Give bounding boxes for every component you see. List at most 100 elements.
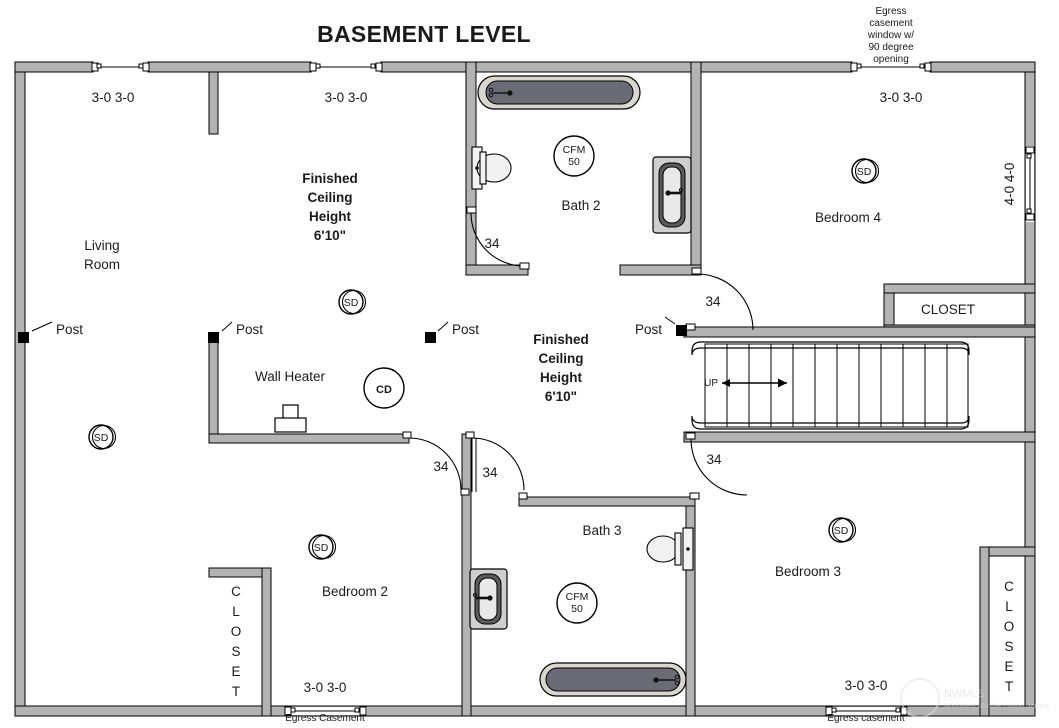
- closet-br2-letter-4: E: [231, 664, 240, 679]
- wall-exterior-top-b: [147, 61, 312, 73]
- closet-br3-letter-4: E: [1004, 659, 1013, 674]
- post-3: Post: [425, 321, 479, 343]
- room-label-living-room-line1: Living: [84, 238, 119, 253]
- sd-label-living-upper: SD: [344, 297, 359, 309]
- wall-bedroom2-top: [208, 433, 410, 444]
- wall-bath2-bottom-b: [619, 264, 702, 276]
- closet-br2-letter-0: C: [231, 584, 241, 599]
- door-width-bedroom3: 34: [706, 452, 722, 467]
- staircase: UP: [691, 341, 970, 430]
- cfm-label-bath2-line2: 50: [568, 156, 580, 168]
- ceiling-upper-line-1: Finished: [302, 171, 358, 186]
- wall-exterior-left: [14, 61, 26, 717]
- room-label-bedroom-3: Bedroom 3: [775, 564, 841, 579]
- sd-label-living-lower: SD: [94, 432, 109, 444]
- cfm-label-bath2-line1: CFM: [563, 144, 586, 156]
- post-1: Post: [18, 321, 83, 343]
- window-bedroom3-bottom: [825, 706, 908, 716]
- wall-bath2-bottom-a: [465, 264, 529, 276]
- window-size-bedroom4-right: 4-0 4-0: [1002, 163, 1017, 206]
- toilet-bath2: [471, 146, 512, 190]
- ceiling-lower-line-3: Height: [540, 370, 583, 385]
- door-width-hall: 34: [482, 465, 498, 480]
- wall-exterior-top-e: [700, 61, 853, 73]
- egress-note-line-1: Egress: [875, 6, 906, 17]
- note-egress-top-right: Egress casement window w/ 90 degree open…: [867, 6, 914, 65]
- smoke-detector-bedroom-4: SD: [851, 158, 880, 184]
- wall-exterior-top-c: [380, 61, 477, 73]
- wall-closet-br2-right: [261, 567, 272, 717]
- window-bedroom4-right: [1025, 146, 1035, 221]
- door-bedroom-3: [685, 432, 748, 500]
- closet-br2-letter-1: L: [232, 604, 240, 619]
- ceiling-upper-line-3: Height: [309, 209, 352, 224]
- wall-hall-left-vert: [208, 333, 219, 440]
- carbon-detector: CD: [363, 367, 405, 409]
- smoke-detector-living-upper: SD: [338, 289, 367, 315]
- bathtub-bath2: [477, 75, 641, 110]
- closet-br2-letter-5: T: [232, 684, 240, 699]
- cd-label: CD: [376, 384, 392, 396]
- smoke-detector-bedroom-3: SD: [828, 517, 857, 543]
- post-label-2: Post: [236, 322, 263, 337]
- exhaust-fan-bath3: CFM 50: [556, 582, 598, 624]
- ceiling-upper-line-2: Ceiling: [307, 190, 352, 205]
- sd-label-bedroom3: SD: [834, 525, 849, 537]
- wall-bath2-right: [690, 61, 702, 276]
- window-bedroom4-top: [850, 62, 932, 72]
- egress-note-line-5: opening: [873, 54, 909, 65]
- cfm-label-bath3-line2: 50: [571, 603, 583, 615]
- door-group: 34 34 34 34 34: [402, 206, 754, 500]
- wall-stair-bottom: [683, 431, 1036, 443]
- closet-br3-letter-0: C: [1004, 579, 1014, 594]
- window-size-living-left: 3-0 3-0: [92, 90, 135, 105]
- wall-exterior-top-f: [929, 61, 1036, 73]
- window-living-room-left: [91, 62, 150, 72]
- post-4: Post: [635, 316, 687, 337]
- bathtub-bath3: [539, 662, 687, 697]
- window-bedroom2-bottom: [284, 706, 367, 716]
- door-bath-2: [466, 206, 530, 270]
- note-ceiling-height-lower: Finished Ceiling Height 6'10": [533, 332, 589, 404]
- smoke-detector-living-lower: SD: [88, 424, 117, 450]
- door-width-bath2: 34: [484, 236, 500, 251]
- egress-note-line-2: casement: [869, 18, 913, 29]
- closet-br3-letter-3: S: [1004, 639, 1013, 654]
- sd-label-bedroom4: SD: [857, 166, 872, 178]
- wall-stair-top: [683, 326, 1036, 338]
- window-size-living-right: 3-0 3-0: [325, 90, 368, 105]
- toilet-bath3: [646, 527, 694, 571]
- note-egress-bottom-left: Egress Casement: [285, 713, 365, 724]
- room-label-bedroom-4: Bedroom 4: [815, 210, 882, 225]
- vanity-bath2: [652, 156, 692, 234]
- room-label-bath-2: Bath 2: [561, 198, 600, 213]
- wall-exterior-bottom: [14, 705, 1036, 717]
- door-hall: [465, 431, 528, 500]
- window-group: 3-0 3-0 3-0 3-0 3-0 3-0 4-0 4-0: [91, 62, 1035, 716]
- closet-br3-letter-5: T: [1005, 679, 1013, 694]
- post-label-1: Post: [56, 322, 83, 337]
- note-ceiling-height-upper: Finished Ceiling Height 6'10": [302, 171, 358, 243]
- ceiling-upper-line-4: 6'10": [314, 228, 346, 243]
- ceiling-lower-line-1: Finished: [533, 332, 589, 347]
- cfm-label-bath3-line1: CFM: [566, 591, 589, 603]
- egress-note-line-3: window w/: [867, 30, 914, 41]
- watermark: NWMLS Northwest Multiple Listing Service: [900, 678, 1049, 718]
- window-size-bedroom3-bottom: 3-0 3-0: [845, 678, 888, 693]
- room-label-living-room-line2: Room: [84, 257, 120, 272]
- exhaust-fan-bath2: CFM 50: [553, 135, 595, 177]
- wall-closet-br4-top: [883, 283, 1036, 294]
- room-label-closet-bedroom4: CLOSET: [921, 302, 975, 317]
- closet-br3-letter-1: L: [1005, 599, 1013, 614]
- window-size-bedroom4-top: 3-0 3-0: [880, 90, 923, 105]
- wall-exterior-top-d: [475, 61, 702, 73]
- smoke-detector-bedroom-2: SD: [308, 534, 337, 560]
- room-label-bedroom-2: Bedroom 2: [322, 584, 388, 599]
- door-width-bedroom4: 34: [705, 294, 721, 309]
- wall-bath3-top: [518, 496, 696, 507]
- wall-living-stub: [208, 71, 219, 135]
- door-bedroom-2: [402, 431, 470, 496]
- room-label-bath-3: Bath 3: [582, 523, 621, 538]
